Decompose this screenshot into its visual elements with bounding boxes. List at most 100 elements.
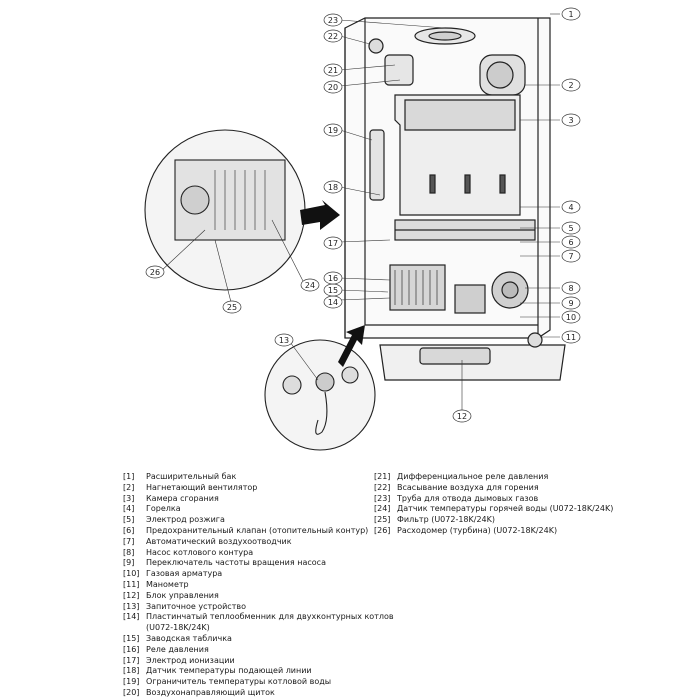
callout-number: 10: [566, 313, 576, 322]
legend-number: [5]: [123, 515, 135, 525]
callout-number: 1: [568, 10, 573, 19]
legend-number: [9]: [123, 558, 135, 568]
legend-label: Расходомер (турбина) (U072-18K/24K): [397, 525, 558, 535]
callout-number: 24: [305, 281, 315, 290]
callout-25: 25: [222, 300, 242, 314]
legend-item: [6]Предохранительный клапан (отопительны…: [123, 526, 394, 537]
legend-item: [12] Блок управления: [123, 591, 394, 602]
callout-5: 5: [561, 221, 581, 235]
legend-number: [1]: [123, 472, 135, 481]
legend-item: [5] Электрод розжига: [123, 515, 394, 526]
callout-6: 6: [561, 235, 581, 249]
callout-number: 20: [328, 83, 338, 92]
legend-item: (U072-18K/24K): [123, 623, 394, 634]
legend-number: [21]: [374, 472, 391, 481]
legend-label: Дифференциальное реле давления: [397, 472, 549, 481]
boiler-diagram: 1234567891011121314151617181920212223242…: [144, 7, 581, 451]
callout-23: 23: [323, 13, 343, 27]
callout-24: 24: [300, 278, 320, 292]
callout-number: 13: [279, 336, 289, 345]
legend-left-column: [1] Расширительный бак [2]Нагнетающий вент…: [123, 472, 394, 699]
callout-number: 3: [568, 116, 573, 125]
legend-item: [16] Реле давления: [123, 645, 394, 656]
callout-26: 26: [145, 265, 165, 279]
legend-item: [26] Расходомер (турбина) (U072-18K/24K): [374, 526, 613, 537]
legend-label: Блок управления: [146, 590, 219, 600]
legend-item: [9] Переключатель частоты вращения насоса: [123, 558, 394, 569]
legend-right-column: [21]Дифференциальное реле давления[22]Вс…: [374, 472, 613, 537]
callout-1: 1: [561, 7, 581, 21]
callout-19: 19: [323, 123, 343, 137]
legend: [1] Расширительный бак [2]Нагнетающий вент…: [0, 462, 700, 700]
legend-number: [13]: [123, 601, 140, 611]
callout-22: 22: [323, 29, 343, 43]
callout-20: 20: [323, 80, 343, 94]
callout-number: 22: [328, 32, 338, 41]
callout-3: 3: [561, 113, 581, 127]
callout-16: 16: [323, 271, 343, 285]
legend-number: [26]: [374, 525, 391, 535]
legend-item: [4] Горелка: [123, 504, 394, 515]
legend-item: [17]Электрод ионизации: [123, 656, 394, 667]
callout-10: 10: [561, 310, 581, 324]
legend-label: Ограничитель температуры котловой воды: [146, 677, 332, 687]
boiler-body: [344, 17, 566, 381]
legend-item: [13] Запиточное устройство: [123, 602, 394, 613]
legend-label: Воздухонаправляющий щиток: [146, 687, 275, 697]
arrow-up-right-icon: [338, 325, 365, 367]
callout-number: 18: [328, 183, 338, 192]
legend-label: Запиточное устройство: [146, 601, 246, 611]
legend-label: Датчик температуры горячей воды (U072-18…: [397, 504, 614, 514]
callout-number: 8: [568, 284, 573, 293]
legend-item: [3]Камера сгорания: [123, 494, 394, 505]
legend-number: [123, 623, 146, 634]
legend-item: [14]Пластинчатый теплообменник для двухк…: [123, 612, 394, 623]
callout-17: 17: [323, 236, 343, 250]
callout-number: 23: [328, 16, 338, 25]
callout-13: 13: [274, 333, 294, 347]
legend-item: [20]Воздухонаправляющий щиток: [123, 688, 394, 699]
legend-item: [2]Нагнетающий вентилятор: [123, 483, 394, 494]
callout-4: 4: [561, 200, 581, 214]
callout-number: 6: [568, 238, 573, 247]
callout-number: 16: [328, 274, 338, 283]
legend-number: [22]: [374, 482, 391, 492]
legend-item: [10]Газовая арматура: [123, 569, 394, 580]
legend-label: Горелка: [146, 504, 181, 514]
legend-label: Нагнетающий вентилятор: [146, 482, 258, 492]
legend-number: [24]: [374, 504, 391, 514]
legend-number: [18]: [123, 666, 140, 676]
callout-number: 5: [568, 224, 573, 233]
callout-number: 9: [568, 299, 573, 308]
legend-label: Переключатель частоты вращения насоса: [146, 558, 326, 568]
legend-label: Датчик температуры подающей линии: [146, 666, 312, 676]
legend-number: [6]: [123, 525, 135, 535]
legend-number: [16]: [123, 644, 140, 654]
legend-item: [1] Расширительный бак: [123, 472, 394, 483]
legend-label: Расширительный бак: [146, 472, 237, 481]
legend-item: [23]Труба для отвода дымовых газов: [374, 494, 613, 505]
legend-label: Автоматический воздухоотводчик: [146, 536, 292, 546]
callout-number: 21: [328, 66, 338, 75]
legend-number: [14]: [123, 612, 140, 622]
legend-item: [25]Фильтр (U072-18K/24K): [374, 515, 613, 526]
legend-item: [19]Ограничитель температуры котловой во…: [123, 677, 394, 688]
callout-8: 8: [561, 281, 581, 295]
legend-label: Электрод розжига: [146, 515, 225, 525]
legend-label: Насос котлового контура: [146, 547, 254, 557]
legend-label: Газовая арматура: [146, 569, 223, 579]
callout-number: 11: [566, 333, 576, 342]
legend-label: Фильтр (U072-18K/24K): [397, 515, 495, 525]
callout-number: 17: [328, 239, 338, 248]
legend-number: [4]: [123, 504, 135, 514]
callout-21: 21: [323, 63, 343, 77]
legend-label: Реле давления: [146, 644, 209, 654]
callout-number: 25: [227, 303, 237, 312]
callout-number: 15: [328, 286, 338, 295]
legend-number: [12]: [123, 590, 140, 600]
callout-2: 2: [561, 78, 581, 92]
callout-number: 19: [328, 126, 338, 135]
legend-number: [17]: [123, 655, 140, 665]
legend-item: [11]Манометр: [123, 580, 394, 591]
legend-number: [3]: [123, 493, 135, 503]
